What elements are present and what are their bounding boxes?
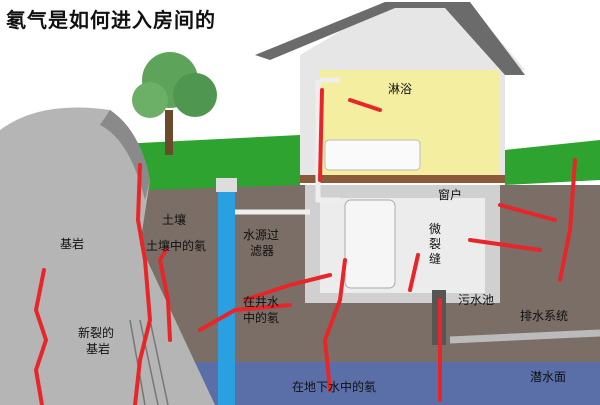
bathtub [324, 139, 421, 171]
label-water-filter-2: 滤器 [250, 244, 275, 258]
bedrock [0, 107, 215, 405]
tree-trunk [165, 110, 173, 155]
label-radon-in-well-2: 中的氡 [243, 311, 280, 325]
label-radon-in-soil: 土壤中的氡 [146, 239, 207, 253]
grass-right [505, 140, 600, 185]
label-sump: 污水池 [458, 293, 495, 307]
label-soil: 土壤 [162, 213, 187, 227]
label-water-table: 潜水面 [530, 370, 567, 384]
radon-arrows [33, 88, 577, 405]
label-shower: 淋浴 [388, 82, 413, 96]
label-bedrock: 基岩 [60, 237, 85, 251]
label-micro-cracks: 微裂缝 [429, 222, 442, 266]
label-fractured-bedrock-2: 基岩 [86, 342, 111, 356]
drain-pipe [449, 329, 600, 344]
label-radon-in-groundwater: 在地下水中的氡 [292, 380, 377, 394]
roof [255, 2, 525, 75]
label-radon-in-well-1: 在井水 [243, 295, 280, 309]
label-fractured-bedrock-1: 新裂的 [78, 326, 115, 340]
label-window: 窗户 [438, 188, 463, 202]
water-tank [344, 199, 396, 289]
well-pipe [218, 180, 235, 405]
diagram-title: 氡气是如何进入房间的 [6, 8, 216, 32]
label-drainage: 排水系统 [520, 309, 569, 323]
label-water-filter-1: 水源过 [243, 228, 280, 242]
